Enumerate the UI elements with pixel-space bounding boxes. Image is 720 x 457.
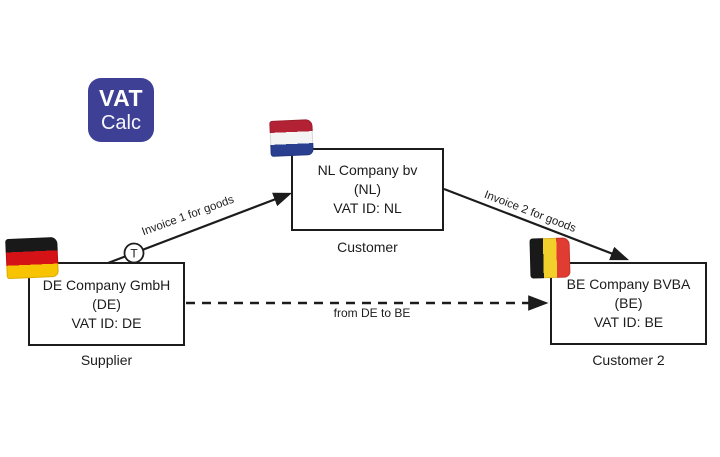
be-company-name: BE Company BVBA: [566, 276, 691, 292]
triangulation-badge-letter: T: [130, 247, 138, 261]
goods-movement-label: from DE to BE: [333, 306, 411, 320]
be-company-box: BE Company BVBA (BE) VAT ID: BE: [550, 262, 707, 345]
be-vat-id: VAT ID: BE: [593, 314, 664, 330]
netherlands-flag-icon: [269, 119, 314, 157]
de-vat-id: VAT ID: DE: [71, 314, 142, 331]
be-country-code: (BE): [614, 295, 643, 311]
logo-word-calc: Calc: [100, 112, 141, 134]
nl-role-label: Customer: [337, 239, 398, 255]
belgium-flag-icon: [529, 237, 571, 279]
logo-word-vat: VAT: [98, 85, 144, 111]
de-role-label: Supplier: [80, 352, 133, 368]
de-company-name: DE Company GmbH: [42, 276, 171, 293]
nl-country-code: (NL): [353, 181, 382, 197]
nl-vat-id: VAT ID: NL: [333, 200, 402, 216]
invoice2-arrow: [443, 187, 630, 261]
germany-flag-icon: [5, 236, 59, 280]
nl-company-box: NL Company bv (NL) VAT ID: NL: [291, 148, 444, 231]
be-role-label: Customer 2: [592, 352, 665, 368]
nl-company-name: NL Company bv: [317, 162, 418, 178]
de-country-code: (DE): [92, 295, 121, 312]
vatcalc-logo: VAT Calc: [88, 78, 154, 142]
